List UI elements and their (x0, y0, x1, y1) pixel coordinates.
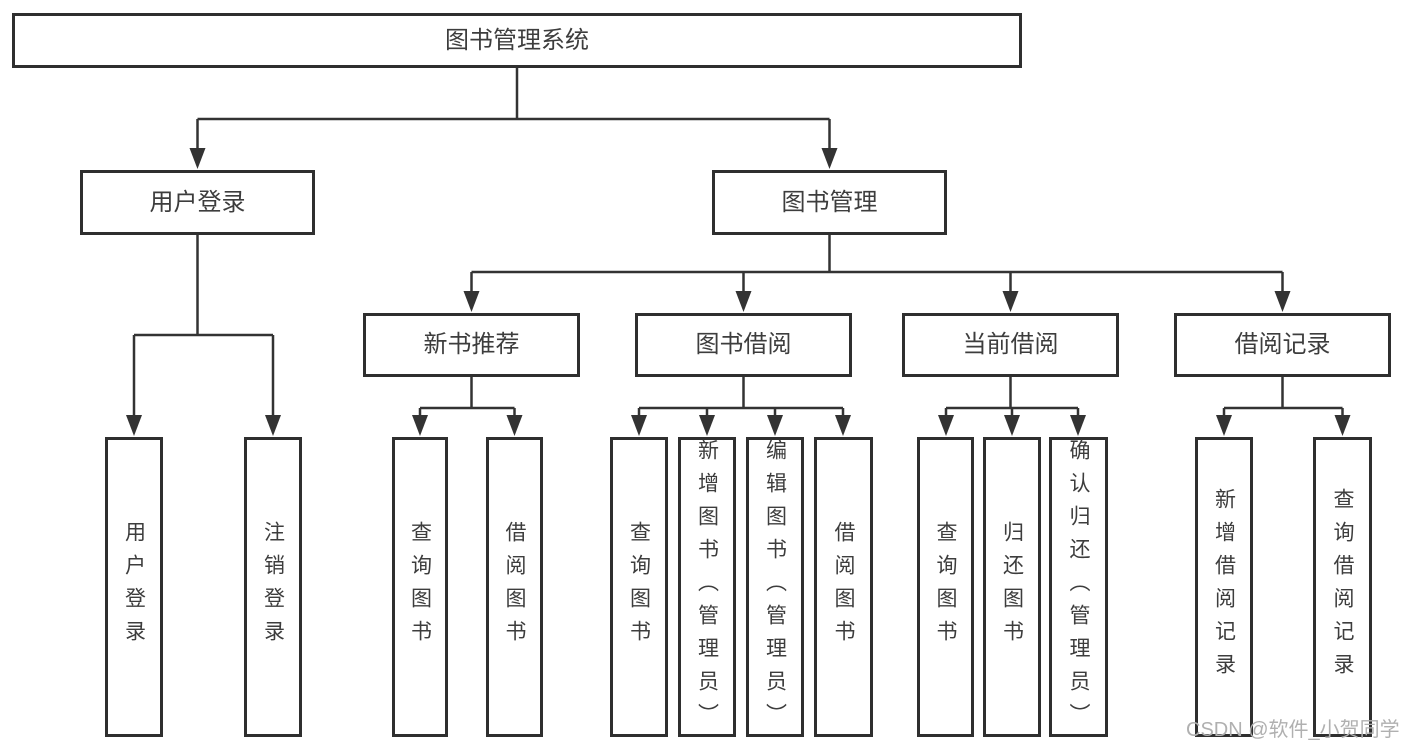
node-label: 新书推荐 (423, 331, 520, 358)
node-label: 图书管理系统 (445, 26, 589, 54)
leaf-confirm-return-admin: 确认归还（管理员） (1049, 437, 1108, 737)
leaf-label: 借阅图书 (832, 521, 855, 653)
node-user-login: 用户登录 (80, 170, 315, 235)
leaf-label: 查询图书 (408, 521, 432, 653)
leaf-add-borrow-record: 新增借阅记录 (1195, 437, 1253, 737)
leaf-label: 查询图书 (627, 521, 651, 653)
node-book-borrow: 图书借阅 (635, 313, 852, 377)
leaf-add-book-admin: 新增图书（管理员） (678, 437, 736, 737)
node-label: 图书借阅 (695, 331, 792, 358)
leaf-logout: 注销登录 (244, 437, 302, 737)
watermark: CSDN @软件_小贺同学 (1186, 719, 1400, 741)
leaf-label: 编辑图书（管理员） (763, 438, 787, 736)
leaf-label: 新增图书（管理员） (695, 438, 719, 736)
leaf-label: 查询图书 (934, 521, 957, 653)
leaf-user-login: 用户登录 (105, 437, 163, 737)
leaf-borrow-books: 借阅图书 (814, 437, 873, 737)
leaf-query-books-current: 查询图书 (917, 437, 974, 737)
node-borrow-records: 借阅记录 (1174, 313, 1391, 377)
leaf-label: 归还图书 (1000, 521, 1024, 653)
leaf-query-books-borrow: 查询图书 (610, 437, 668, 737)
leaf-borrow-books-recommend: 借阅图书 (486, 437, 543, 737)
leaf-label: 注销登录 (261, 521, 285, 653)
node-label: 借阅记录 (1234, 331, 1331, 358)
leaf-label: 查询借阅记录 (1331, 488, 1354, 686)
node-current-borrow: 当前借阅 (902, 313, 1119, 377)
node-library-management-system: 图书管理系统 (12, 13, 1022, 68)
arrowheads (126, 148, 1351, 436)
node-book-management: 图书管理 (712, 170, 947, 235)
node-new-book-recommend: 新书推荐 (363, 313, 580, 377)
leaf-query-borrow-record: 查询借阅记录 (1313, 437, 1372, 737)
leaf-return-book: 归还图书 (983, 437, 1041, 737)
leaf-query-books-recommend: 查询图书 (392, 437, 448, 737)
leaf-label: 借阅图书 (503, 521, 526, 653)
leaf-label: 新增借阅记录 (1212, 488, 1236, 686)
leaf-edit-book-admin: 编辑图书（管理员） (746, 437, 804, 737)
node-label: 图书管理 (781, 188, 878, 216)
node-label: 用户登录 (149, 188, 246, 216)
leaf-label: 确认归还（管理员） (1067, 438, 1090, 736)
node-label: 当前借阅 (962, 331, 1059, 358)
leaf-label: 用户登录 (122, 521, 146, 653)
